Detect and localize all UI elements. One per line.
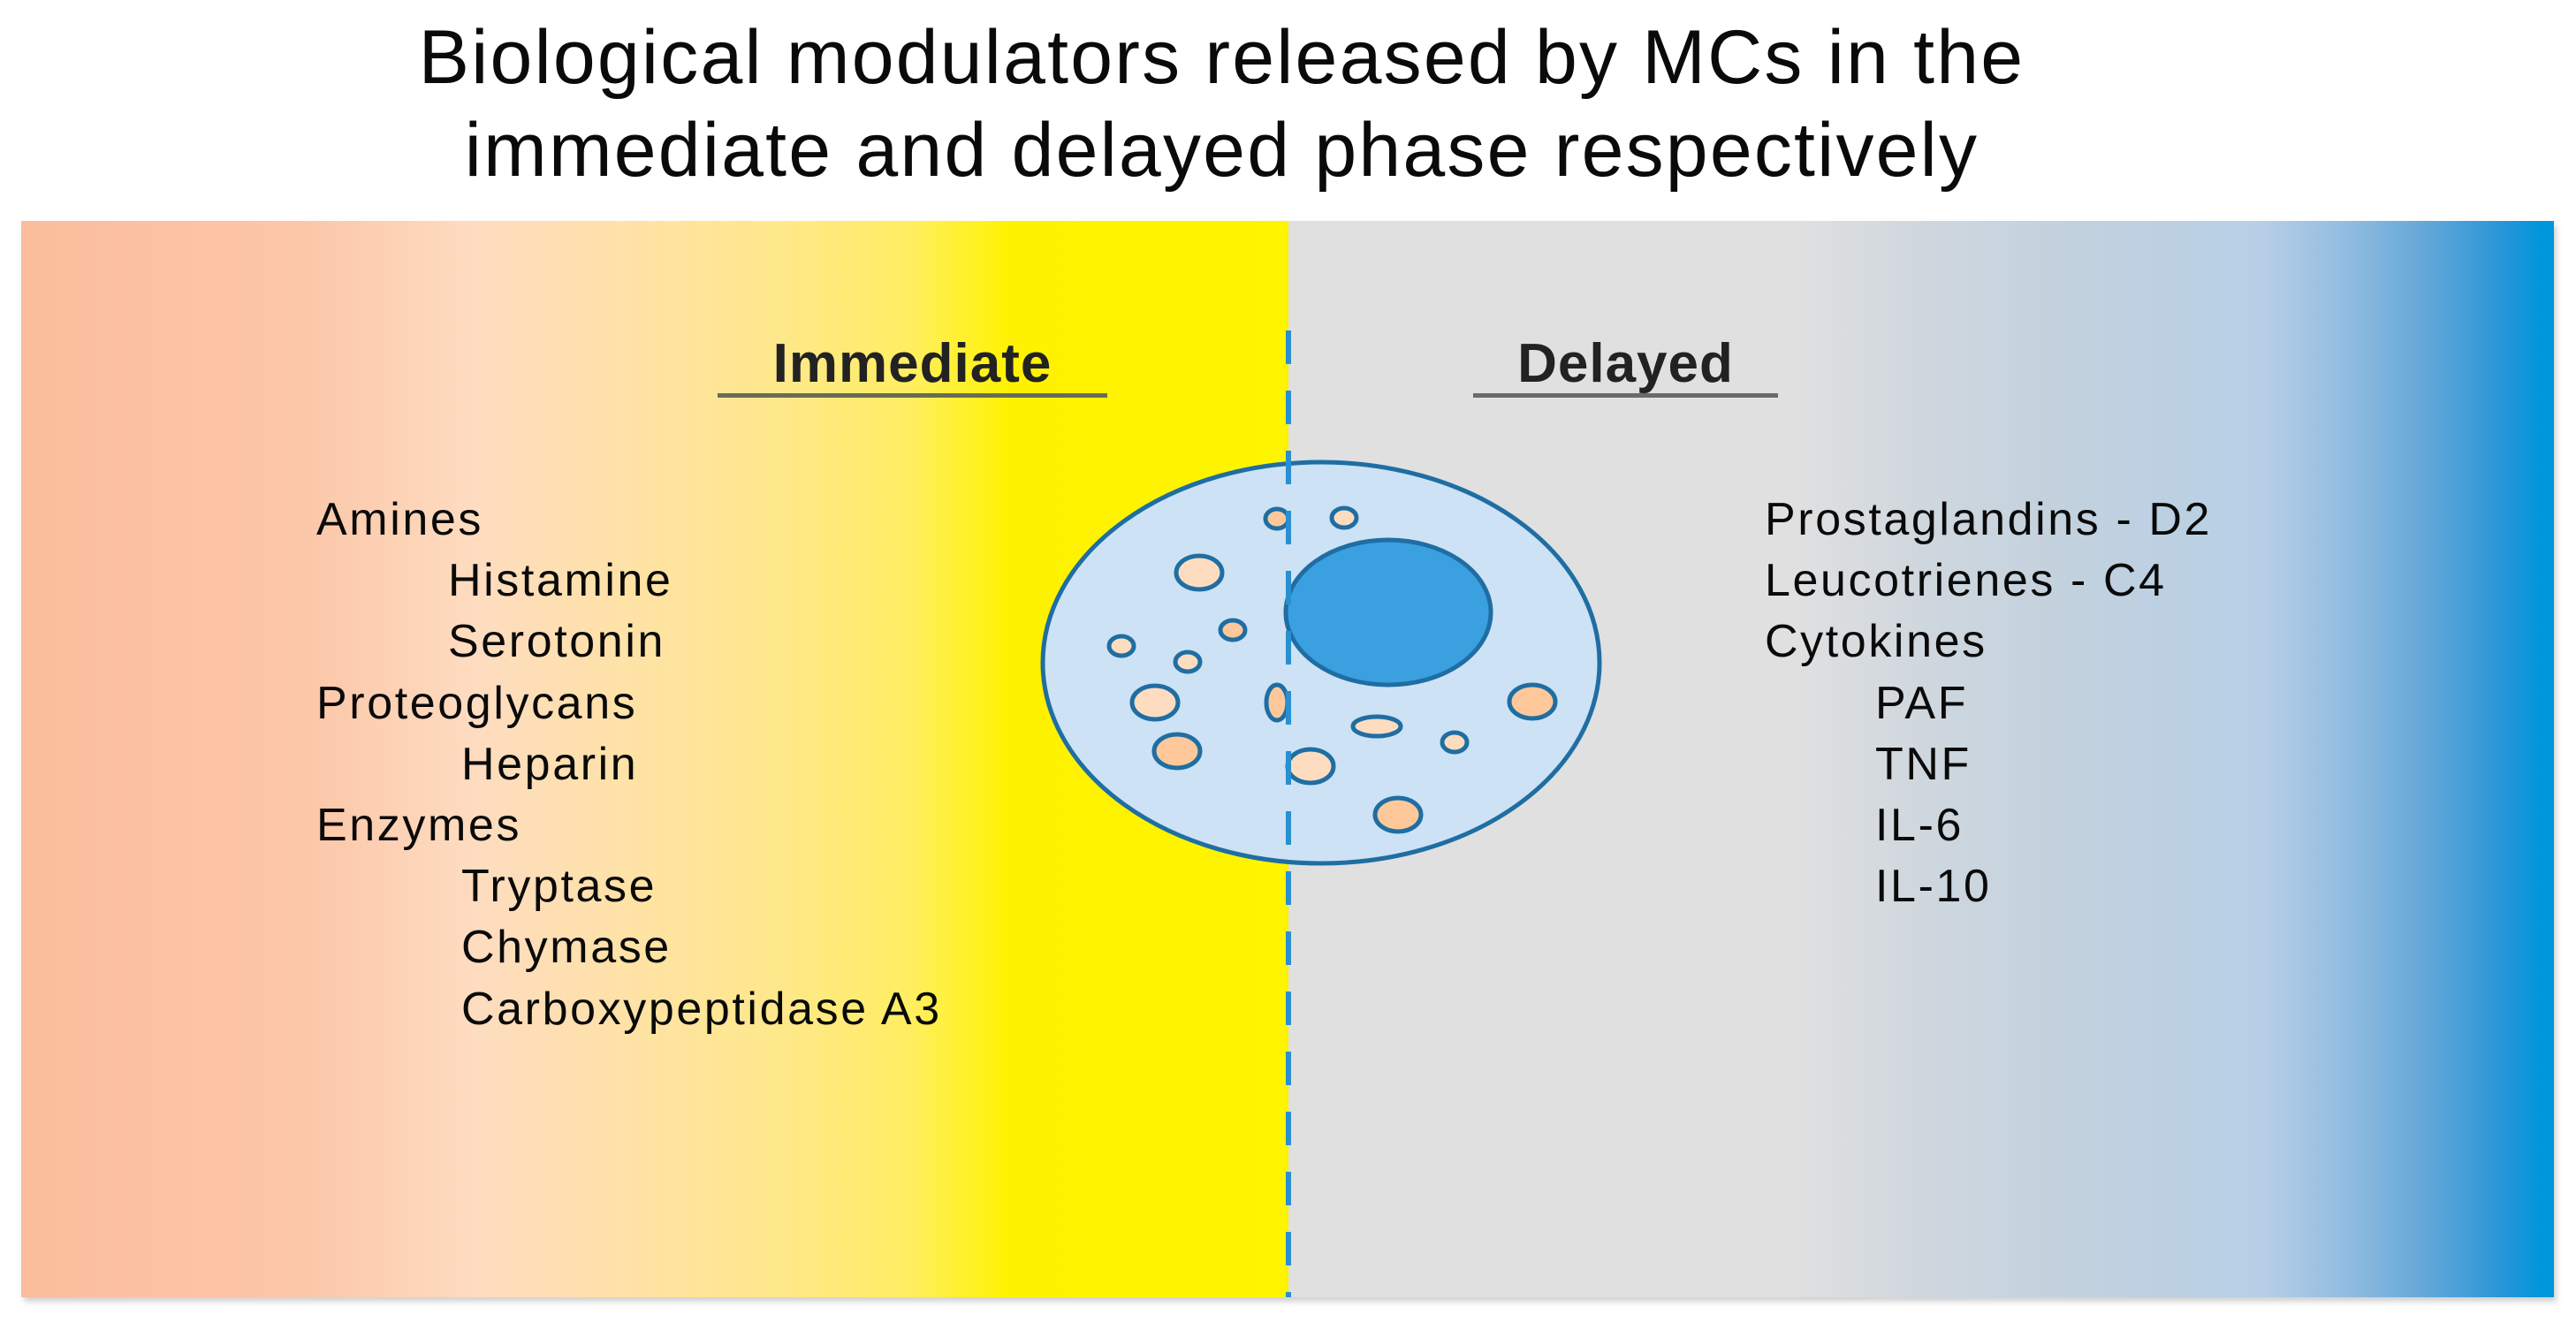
delayed-item: Cytokines [1765,616,1987,668]
immediate-item: Histamine [448,555,673,607]
immediate-item: Enzymes [316,800,522,851]
immediate-item: Amines [316,494,483,545]
delayed-item: PAF [1875,677,1969,729]
delayed-item: TNF [1875,738,1972,790]
immediate-item: Carboxypeptidase A3 [461,983,942,1035]
delayed-item: Prostaglandins - D2 [1765,494,2213,545]
figure-title-line-1: Biological modulators released by MCs in… [418,15,2025,100]
immediate-item: Heparin [461,738,639,790]
immediate-item: Chymase [461,922,672,974]
delayed-heading: Delayed [1473,337,1778,398]
immediate-item: Proteoglycans [316,677,638,729]
figure-title-line-2: immediate and delayed phase respectively [464,108,1979,193]
immediate-item: Serotonin [448,616,665,668]
delayed-item: IL-6 [1875,800,1964,851]
immediate-heading: Immediate [718,337,1107,398]
delayed-item: IL-10 [1875,861,1992,913]
delayed-item: Leucotrienes - C4 [1765,555,2167,607]
immediate-item: Tryptase [461,861,657,913]
